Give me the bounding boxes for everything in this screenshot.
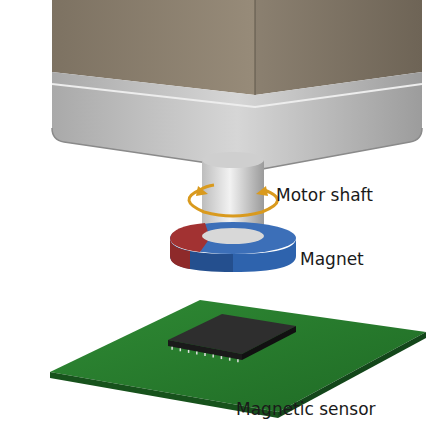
chip-pin xyxy=(180,348,182,351)
pcb-board xyxy=(50,300,426,418)
part-label: Magnetic sensor xyxy=(236,400,376,419)
chip-pin xyxy=(196,351,198,354)
chip-pin xyxy=(171,347,173,350)
motor-flange xyxy=(52,72,422,170)
part-label: Magnet xyxy=(300,250,364,269)
part-label: Motor shaft xyxy=(276,186,373,205)
sensor-chip xyxy=(168,314,296,362)
magnet xyxy=(170,222,296,272)
chip-pin xyxy=(237,359,239,362)
chip-pin xyxy=(204,353,206,356)
rotation-arrow xyxy=(189,185,278,216)
chip-pin xyxy=(229,358,231,361)
chip-pin xyxy=(221,356,223,359)
chip-pin xyxy=(212,355,214,358)
chip-pin xyxy=(188,350,190,353)
